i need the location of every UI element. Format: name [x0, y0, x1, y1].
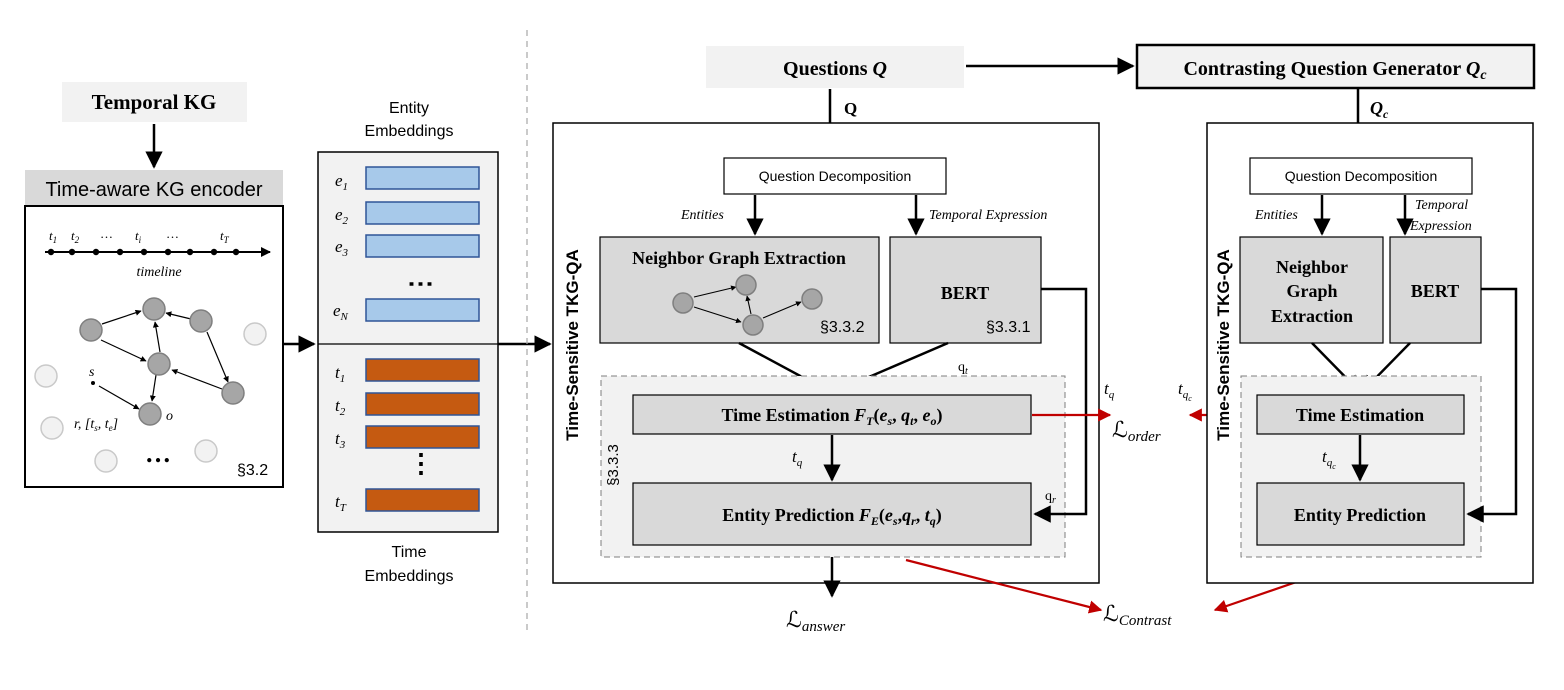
loss-order: ℒorder [1112, 417, 1161, 445]
section-3-3-1: §3.3.1 [986, 319, 1031, 336]
right-bert-label: BERT [1411, 281, 1459, 301]
time-embeddings-title-1: Time [392, 544, 427, 561]
neighbor-mini-graph [672, 274, 823, 336]
main-temporal-label: Temporal Expression [929, 208, 1047, 223]
right-bert-box [1389, 236, 1482, 344]
encoder-title: Time-aware KG encoder [45, 179, 262, 201]
kg-nodes [79, 297, 245, 426]
right-side-label: Time-Sensitive TKG-QA [1214, 249, 1233, 440]
entity-embeddings-title-2: Embeddings [365, 123, 454, 140]
node-s-label: s [89, 365, 95, 380]
timeline-label: timeline [136, 265, 181, 280]
main-bert-box [889, 236, 1042, 344]
loss-answer: ℒanswer [786, 607, 845, 635]
emb-entity-vdots: ⋮ [407, 271, 436, 295]
q-label: Q [844, 99, 857, 118]
loss-tq-label: tq [1104, 379, 1115, 401]
qc-label: Qc [1370, 98, 1389, 121]
right-temporal-label-1: Temporal [1415, 198, 1468, 213]
time-embeddings-title-2: Embeddings [365, 568, 454, 585]
qr-label: qr [1045, 489, 1056, 506]
right-entity-prediction-box [1256, 482, 1465, 546]
relation-label: r, [ts, te] [74, 417, 118, 433]
kg-edges [98, 309, 229, 410]
tick-t2: t2 [71, 228, 80, 245]
right-entities-label: Entities [1254, 208, 1298, 223]
right-neighbor-label-3: Extraction [1271, 306, 1353, 326]
bert-to-entity-prediction-arrow [1033, 287, 1088, 523]
emb-tT: tT [335, 492, 347, 514]
questions-box [706, 46, 964, 88]
right-temporal-label-2: Expression [1409, 219, 1472, 234]
qt-label: qt [958, 360, 968, 377]
right-question-decomposition-box [1249, 157, 1473, 195]
main-entities-label: Entities [680, 208, 724, 223]
node-s-dot [91, 381, 95, 385]
tick-ellipsis-2: … [166, 226, 179, 241]
section-3-3-2: §3.3.2 [820, 319, 865, 336]
tick-ti: ti [135, 228, 142, 245]
emb-time-vdots: ⋮ [408, 449, 434, 478]
tick-tT: tT [220, 228, 230, 245]
section-3-2: §3.2 [237, 462, 268, 479]
timeline-dots [47, 248, 240, 256]
main-question-decomposition-box [723, 157, 947, 195]
main-to-contrast-loss-arrow [905, 558, 1103, 614]
loss-tqc-label: tqc [1178, 379, 1192, 403]
right-neighbor-label-1: Neighbor [1276, 257, 1348, 277]
right-time-estimation-label: Time Estimation [1296, 405, 1424, 425]
emb-t2: t2 [335, 396, 346, 418]
main-bert-label: BERT [941, 283, 989, 303]
kg-faded-nodes [34, 322, 267, 473]
entity-embedding-bars [365, 166, 480, 322]
node-o-label: o [166, 409, 173, 424]
generator-label: Contrasting Question Generator Qc [1183, 58, 1487, 83]
main-entity-prediction-label: Entity Prediction FE(es,qr, tq) [722, 505, 942, 528]
loss-contrast: ℒContrast [1103, 601, 1172, 629]
main-side-label: Time-Sensitive TKG-QA [563, 249, 582, 440]
main-entity-prediction-box [632, 482, 1032, 546]
entity-embeddings-title-1: Entity [389, 100, 429, 117]
kg-ellipsis: … [145, 439, 171, 468]
time-embedding-bars [365, 358, 480, 512]
section-3-3-3: §3.3.3 [605, 444, 622, 486]
right-entity-prediction-label: Entity Prediction [1294, 505, 1426, 525]
emb-t3: t3 [335, 429, 346, 451]
main-question-decomposition-label: Question Decomposition [759, 168, 912, 184]
right-time-estimation-box [1256, 394, 1465, 435]
encoder-title-box [25, 170, 283, 206]
emb-t1: t1 [335, 363, 345, 385]
main-time-estimation-box [632, 394, 1032, 435]
main-neighbor-graph-label: Neighbor Graph Extraction [632, 248, 846, 268]
right-neighbor-label-2: Graph [1286, 281, 1337, 301]
questions-label: Questions Q [783, 58, 887, 80]
temporal-kg-box [62, 82, 247, 122]
temporal-kg-label: Temporal KG [92, 90, 217, 114]
main-time-estimation-label: Time Estimation FT(es, qt, eo) [721, 405, 942, 428]
right-neighbor-graph-box [1239, 236, 1384, 344]
right-question-decomposition-label: Question Decomposition [1285, 168, 1438, 184]
tick-t1: t1 [49, 228, 57, 245]
main-tq-label: tq [792, 447, 803, 469]
tick-ellipsis-1: … [100, 226, 113, 241]
right-bert-to-entity-arrow [1466, 287, 1518, 523]
generator-box [1135, 43, 1536, 90]
